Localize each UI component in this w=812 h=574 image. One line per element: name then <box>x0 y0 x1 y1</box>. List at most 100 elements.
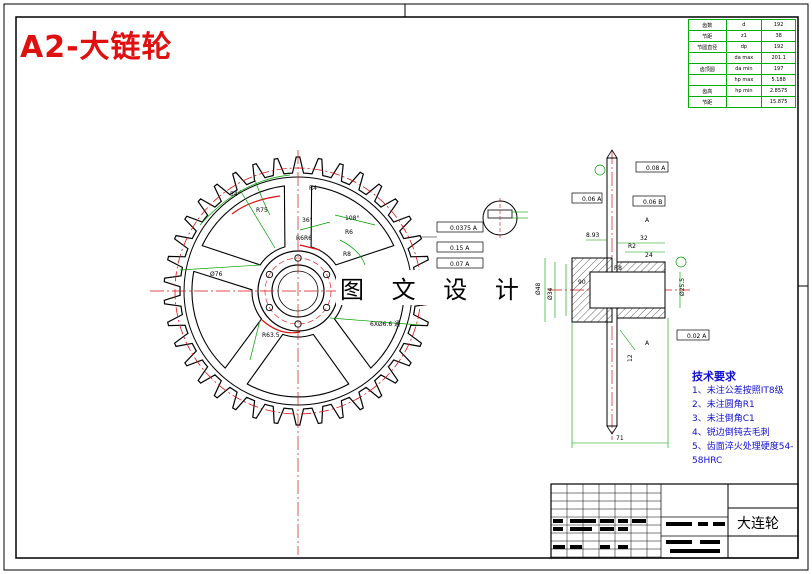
title-block-text-mark <box>553 527 563 531</box>
dim-r8: R8 <box>343 251 351 258</box>
drawing-title: A2-大链轮 <box>20 30 173 65</box>
param-cell: z1 <box>725 30 763 42</box>
tech-item-4: 4、锐边倒钝去毛刺 <box>692 428 770 438</box>
tolerance-frames-left: 0.0375 A 0.15 A 0.07 A <box>420 221 484 269</box>
title-block-text-mark <box>670 549 720 553</box>
param-row: 节距 15.875 <box>688 96 796 108</box>
tech-item-1: 1、未注公差按照IT8级 <box>692 386 784 396</box>
bolt-hole <box>265 270 274 279</box>
datum-circle <box>675 256 687 268</box>
dim-108deg: 108° <box>345 215 359 222</box>
title-block-text-mark <box>600 527 614 531</box>
tech-item-3: 3、未注倒角C1 <box>692 414 755 424</box>
title-block-text-mark <box>553 519 563 523</box>
param-cell: hp max <box>725 74 763 86</box>
title-block-text-mark <box>713 522 725 526</box>
param-cell: 齿顶圆 <box>688 63 727 75</box>
param-cell <box>688 52 727 64</box>
dim-d34: Ø34 <box>547 287 554 300</box>
title-block-text-mark <box>700 540 720 544</box>
dim-8-93: 8.93 <box>586 232 600 239</box>
spoke-window <box>246 333 350 398</box>
param-cell: 节距 <box>688 30 727 42</box>
param-cell: da max <box>725 52 763 64</box>
title-block-text-mark <box>570 519 596 523</box>
part-name: 大连轮 <box>737 516 779 532</box>
dim-d48: Ø48 <box>535 282 542 295</box>
dim-24: 24 <box>645 252 653 259</box>
tol-0-06-a: 0.06 A <box>582 196 602 203</box>
red-seg-top <box>299 244 321 251</box>
inner-frame <box>15 16 799 559</box>
title-block-text-mark <box>553 545 565 549</box>
dim-71: 71 <box>616 435 624 442</box>
param-cell: 192 <box>761 19 796 31</box>
spoke-window <box>201 185 286 266</box>
technical-requirements: 技术要求 1、未注公差按照IT8级 2、未注圆角R1 3、未注倒角C1 4、锐边… <box>692 370 812 468</box>
param-cell: 节距 <box>688 96 727 108</box>
dim-r63: R63.5 <box>262 332 280 339</box>
tol-0-07: 0.07 A <box>450 261 470 268</box>
red-arc-top-left <box>231 195 281 215</box>
bore-section <box>589 271 666 309</box>
param-cell: 197 <box>761 63 796 75</box>
title-block <box>550 483 799 559</box>
title-block-text-mark <box>618 527 628 531</box>
bolt-hole <box>265 303 274 312</box>
bolt-hole <box>322 303 331 312</box>
param-cell: 齿高 <box>688 85 727 97</box>
section-a-bottom: A <box>645 340 650 347</box>
title-block-text-mark <box>600 545 610 549</box>
param-cell: 15.875 <box>761 96 796 108</box>
sprocket-spokes <box>191 185 405 398</box>
param-cell: 201.1 <box>761 52 796 64</box>
param-cell: 5.188 <box>761 74 796 86</box>
param-cell: 节圆直径 <box>688 41 727 53</box>
watermark-text: 图 文 设 计 <box>336 270 533 305</box>
title-block-text-mark <box>666 540 692 544</box>
dim-d25-5: Ø25.5 <box>679 278 686 296</box>
title-block-text-mark <box>618 545 628 549</box>
title-block-text-mark <box>666 522 692 526</box>
datum-b-circle <box>594 164 606 176</box>
tol-0-0375: 0.0375 A <box>450 225 478 232</box>
dim-r8-side: R8 <box>614 265 622 272</box>
dim-54deg: 54° <box>230 191 241 198</box>
sprocket-front-view: 54° R75 R4 36° 108° R6 R6R6 R8 Ø76 R63.5… <box>150 150 471 555</box>
dim-r6: R6 <box>345 229 353 236</box>
dim-12: 12 <box>627 354 634 362</box>
section-a-top: A <box>645 217 650 224</box>
param-cell: da min <box>725 63 763 75</box>
param-cell: dp <box>725 41 763 53</box>
param-cell: 齿数 <box>688 19 727 31</box>
param-cell: 38 <box>761 30 796 42</box>
dim-32: 32 <box>640 235 648 242</box>
param-cell: hp min <box>725 85 763 97</box>
front-dimension-lines <box>179 174 471 361</box>
title-block-text-mark <box>632 519 646 523</box>
tol-0-15: 0.15 A <box>450 245 470 252</box>
bolt-hole <box>322 270 331 279</box>
param-cell: 2.8575 <box>761 85 796 97</box>
title-block-text-mark <box>570 545 582 549</box>
dim-d76: Ø76 <box>210 271 223 278</box>
param-cell <box>688 74 727 86</box>
title-block-text-mark <box>600 519 614 523</box>
dim-r2: R2 <box>628 243 636 250</box>
dim-36deg: 36° <box>302 217 313 224</box>
tol-0-02: 0.02 A <box>687 333 707 340</box>
param-cell: d <box>725 19 763 31</box>
sprocket-side-view: 71 32 24 8.93 R2 Ø48 Ø34 Ø25.5 12 90 R8 … <box>535 149 710 448</box>
red-arc-bottom <box>261 319 301 334</box>
tech-item-2: 2、未注圆角R1 <box>692 400 755 410</box>
tooth-detail <box>482 198 528 238</box>
